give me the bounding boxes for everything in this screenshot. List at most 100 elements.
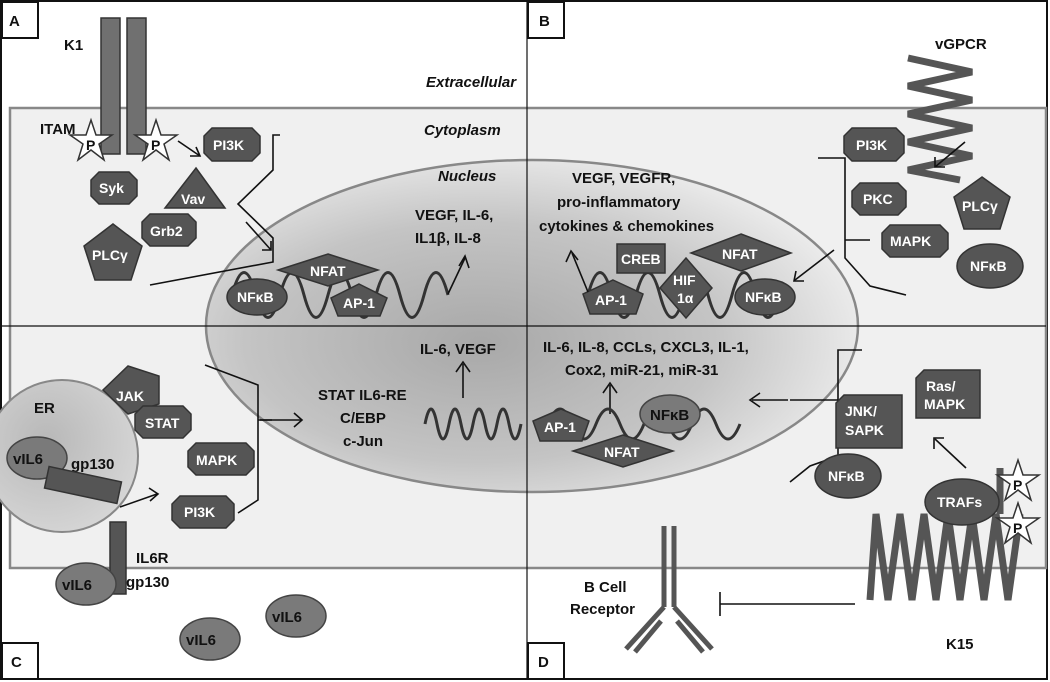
vil6-node-2 [179, 617, 241, 661]
phospho-star-a2 [132, 117, 180, 163]
sapk-label: SAPK [845, 422, 884, 438]
bcr-arm-right-outer [672, 605, 714, 651]
factors-c-line2: C/EBP [340, 410, 386, 427]
creb-label: CREB [621, 251, 661, 267]
dna-wave-c [423, 407, 523, 441]
k15-receptor [866, 513, 1024, 601]
panel-d-box [527, 642, 565, 680]
plcg-a-label: PLCγ [92, 247, 128, 263]
plcg-b-label: PLCγ [962, 198, 998, 214]
gp130-bottom-label: gp130 [126, 574, 169, 591]
panel-a-letter: A [9, 13, 20, 30]
pi3k-node-a [203, 127, 261, 162]
pi3k-a-label: PI3K [213, 137, 244, 153]
phospho-star-d2 [994, 500, 1042, 546]
extracellular-label: Extracellular [426, 74, 517, 91]
nfkb-b-label: NFκB [970, 258, 1007, 274]
er-label: ER [34, 400, 55, 417]
ap1-d-label: AP-1 [544, 419, 576, 435]
nfkb-node-b2 [734, 278, 796, 316]
arrow-b-output [571, 252, 589, 293]
nfkb-node-d [639, 394, 701, 434]
cytoplasm-label: Cytoplasm [424, 122, 501, 139]
hif-line1: HIF [673, 272, 696, 288]
phospho-d2-label: P [1013, 520, 1022, 536]
mapk-node-c [187, 442, 255, 476]
ras-label: Ras/ [926, 378, 956, 394]
arrowhead-trafs-jnk [933, 437, 944, 449]
nfat-d-label: NFAT [604, 444, 640, 460]
pi3k-node-b [843, 127, 905, 162]
vil6-3-label: vIL6 [272, 609, 302, 626]
jnk-label: JNK/ [845, 403, 877, 419]
vav-label: Vav [181, 191, 205, 207]
ap1-b-label: AP-1 [595, 292, 627, 308]
phospho-star-d1 [994, 457, 1042, 503]
nfat-a-label: NFAT [310, 263, 346, 279]
stat-label: STAT [145, 415, 180, 431]
arrowhead-itam-pi3k [190, 146, 202, 157]
nfkb-node-b [956, 243, 1024, 289]
ap1-node-d [532, 408, 590, 442]
ap1-node-a [330, 283, 388, 317]
outputs-b-line1: VEGF, VEGFR, [572, 170, 675, 187]
bracket-d [789, 349, 862, 483]
k1-label: K1 [64, 37, 83, 54]
panel-b-box [527, 1, 565, 39]
grb2-label: Grb2 [150, 223, 183, 239]
arrow-itam-to-pi3k [177, 140, 201, 157]
outputs-a-line2: IL1β, IL-8 [415, 230, 481, 247]
trafs-node [924, 478, 1000, 526]
vav-node [163, 166, 227, 209]
trafs-label: TRAFs [937, 494, 982, 510]
itam-label: ITAM [40, 121, 76, 138]
panel-c-letter: C [11, 654, 22, 671]
phospho-a1-label: P [86, 137, 95, 153]
pi3k-b-label: PI3K [856, 137, 887, 153]
arrowhead-d-nucleus [748, 392, 761, 408]
arrowhead-c-pi3k [148, 487, 160, 502]
nfat-b-label: NFAT [722, 246, 758, 262]
hif-line2: 1α [677, 290, 694, 306]
arrowhead-a-output [458, 254, 470, 269]
ap1-a-label: AP-1 [343, 295, 375, 311]
syk-node [90, 171, 138, 205]
jak-label: JAK [116, 388, 144, 404]
bcr-arm-left-outer [624, 605, 666, 651]
vil6-1-label: vIL6 [62, 577, 92, 594]
nfkb-node-d2 [814, 453, 882, 499]
phospho-star-a1 [67, 117, 115, 163]
panel-d-letter: D [538, 654, 549, 671]
panel-b-letter: B [539, 13, 550, 30]
pi3k-node-c [171, 495, 235, 529]
plcg-node-a [83, 223, 143, 281]
grb2-node [141, 213, 197, 247]
mapk-d-label: MAPK [924, 396, 965, 412]
syk-label: Syk [99, 180, 124, 196]
mapk-c-label: MAPK [196, 452, 237, 468]
nfkb-b2-label: NFκB [745, 289, 782, 305]
bcell-label-line1: B Cell [584, 579, 627, 596]
nfkb-a-label: NFκB [237, 289, 274, 305]
vgpcr-label: vGPCR [935, 36, 987, 53]
outputs-d-line1: IL-6, IL-8, CCLs, CXCL3, IL-1, [543, 339, 749, 356]
arrow-vgpcr-to-pi3k [934, 141, 966, 168]
vil6-node-3 [265, 594, 327, 638]
outputs-c: IL-6, VEGF [420, 341, 496, 358]
bcr-arm-right-inner [675, 619, 705, 654]
bracket-b [818, 157, 907, 296]
nfkb-d-label: NFκB [650, 407, 689, 424]
jnk-sapk-node [835, 394, 903, 449]
panel-c-box [1, 642, 39, 680]
k1-receptor-left [100, 17, 121, 155]
factors-c-line1: STAT IL6-RE [318, 387, 407, 404]
factors-c-line3: c-Jun [343, 433, 383, 450]
arrowhead-b-nucleus [793, 270, 804, 282]
nfkb-node-a [226, 278, 288, 316]
creb-node [616, 243, 666, 274]
nfat-node-a [275, 253, 381, 287]
vil6-node-1 [55, 562, 117, 606]
ras-mapk-node [915, 369, 981, 419]
phospho-d1-label: P [1013, 477, 1022, 493]
